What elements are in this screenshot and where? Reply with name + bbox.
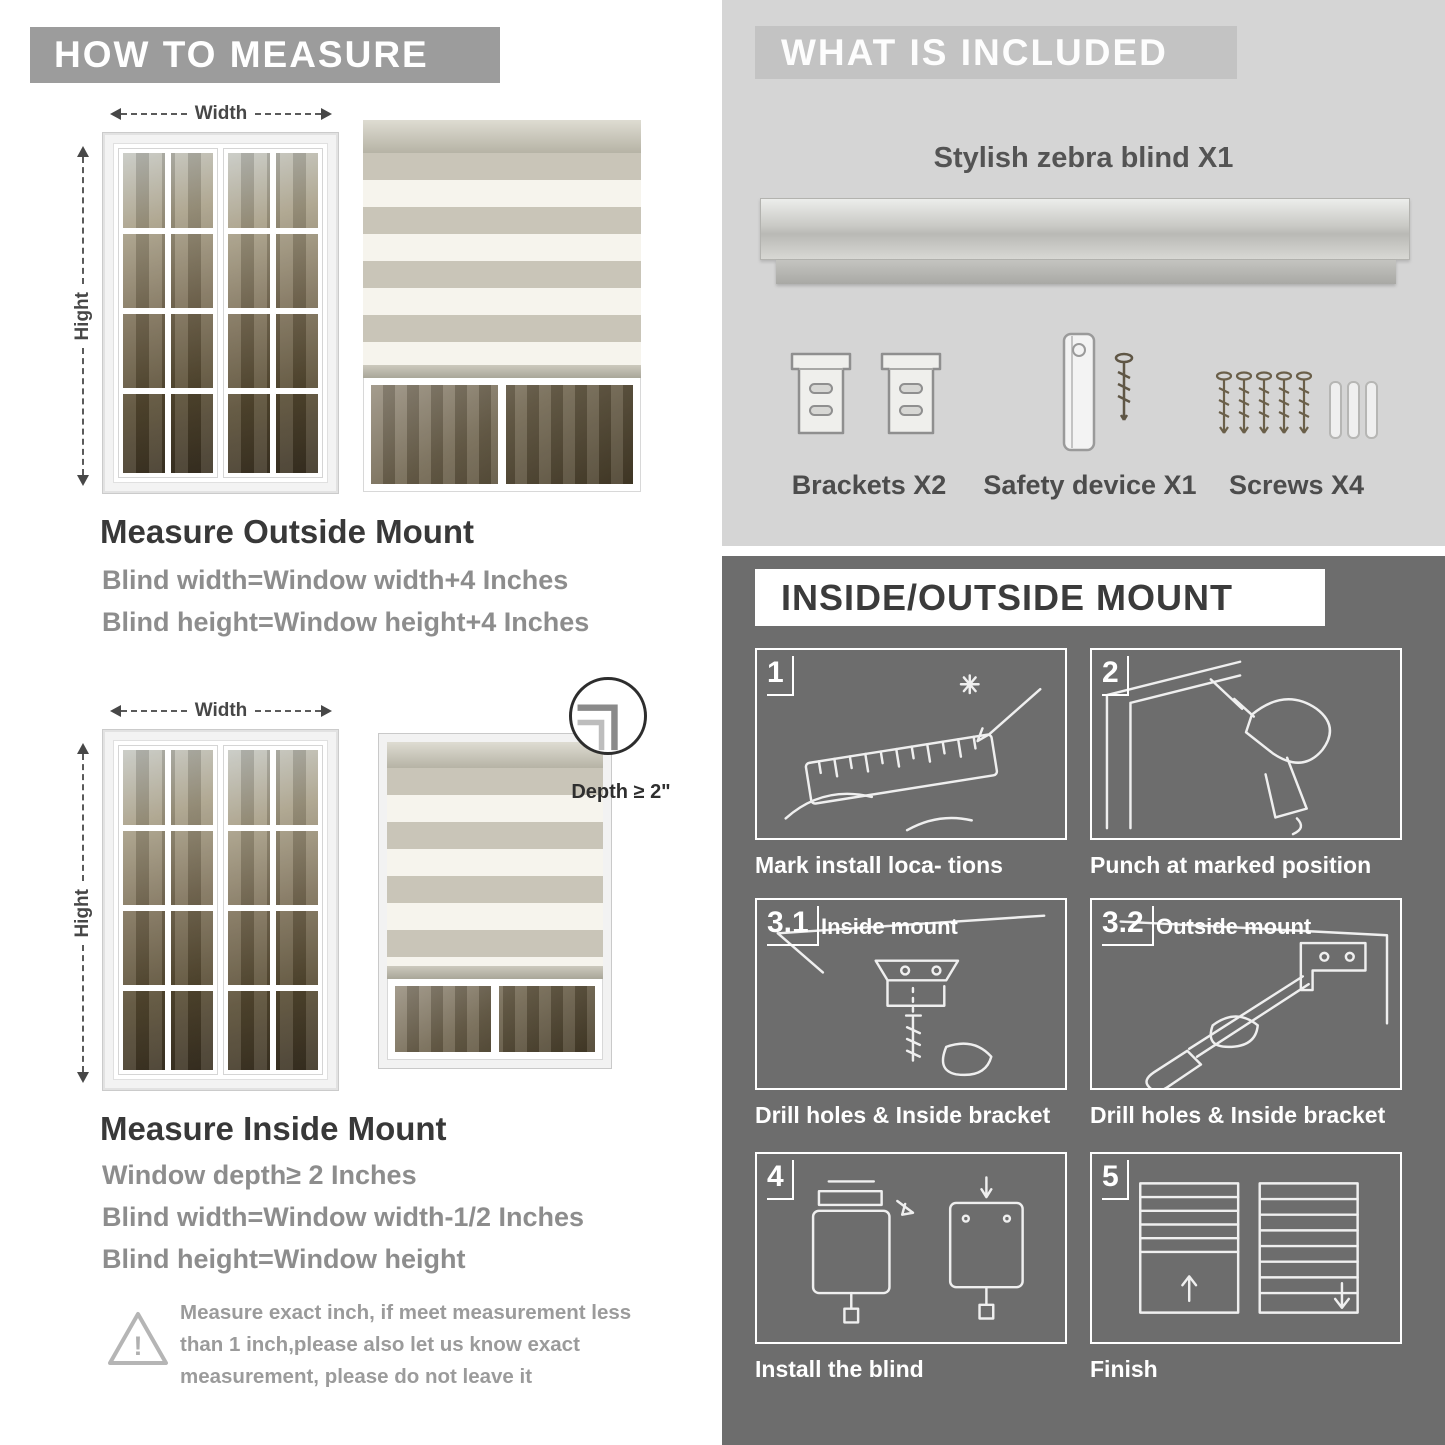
- ruler-pencil-marking-icon: [784, 674, 1042, 832]
- step-title: Outside mount: [1156, 914, 1312, 939]
- width-label: Width: [194, 700, 248, 721]
- step-2-caption: Punch at marked position: [1090, 852, 1372, 878]
- window-sash: [223, 148, 323, 478]
- safety-device-screw-icon: [1062, 332, 1134, 452]
- zebra-blind-outside-illustration: [363, 120, 641, 492]
- step-4-panel: 4: [755, 1152, 1067, 1344]
- window-sash: [118, 745, 218, 1075]
- blind-headrail-valance: [776, 260, 1396, 284]
- clip-blind-into-bracket-icon: [811, 1176, 1024, 1324]
- outside-mount-rule: Blind width=Window width+4 Inches: [102, 565, 569, 595]
- step-title: Inside mount: [821, 914, 958, 939]
- inside-mount-rule: Blind height=Window height: [102, 1244, 466, 1274]
- mount-section-header: INSIDE/OUTSIDE MOUNT: [755, 569, 1325, 626]
- arrow-up-icon: [77, 737, 89, 754]
- step-5-panel: 5: [1090, 1152, 1402, 1344]
- brackets-label: Brackets X2: [791, 470, 947, 500]
- window-sash: [118, 148, 218, 478]
- zebra-blind-inside-illustration: [378, 733, 612, 1069]
- warning-triangle-icon: !: [108, 1312, 168, 1365]
- width-arrow: Width: [104, 103, 338, 125]
- step-number: 4: [767, 1160, 794, 1200]
- arrow-dash: [82, 348, 84, 476]
- blind-cassette: [387, 742, 603, 768]
- safety-device-label: Safety device X1: [983, 470, 1197, 500]
- screws-anchors-icon: [1215, 371, 1378, 439]
- arrow-right-icon: [321, 108, 338, 120]
- arrow-dash: [255, 113, 321, 115]
- arrow-left-icon: [104, 108, 121, 120]
- window-with-measurements-illustration: [102, 132, 339, 494]
- arrow-dash: [82, 754, 84, 881]
- width-label: Width: [194, 103, 248, 124]
- step-number: 3.1: [767, 906, 819, 946]
- step-2-panel: 2: [1090, 648, 1402, 840]
- depth-detail-callout: [569, 677, 647, 755]
- what-is-included-header: WHAT IS INCLUDED: [755, 26, 1237, 79]
- inside-mount-rule: Blind width=Window width-1/2 Inches: [102, 1202, 585, 1232]
- measurement-warning-text: Measure exact inch, if meet measurement …: [180, 1301, 632, 1388]
- window-corner-zoom-icon: [577, 704, 618, 751]
- mount-instructions-section: INSIDE/OUTSIDE MOUNT 1 Mark install loca…: [722, 556, 1445, 1445]
- step-number: 3.2: [1102, 906, 1154, 946]
- step-3-1-panel: 3.1 Inside mount: [755, 898, 1067, 1090]
- arrow-down-icon: [77, 475, 89, 492]
- window-with-measurements-illustration: [102, 729, 339, 1091]
- step-number: 2: [1102, 656, 1129, 696]
- window-sashes: [113, 740, 328, 1080]
- blind-stripes: [387, 768, 603, 966]
- blind-stripes: [363, 153, 641, 365]
- warning-mark: !: [134, 1331, 143, 1361]
- step-3-2-panel: 3.2 Outside mount: [1090, 898, 1402, 1090]
- step-5-caption: Finish: [1090, 1356, 1158, 1382]
- what-is-included-section: WHAT IS INCLUDED Stylish zebra blind X1: [722, 0, 1445, 546]
- step-1-caption: Mark install loca- tions: [755, 852, 1003, 878]
- width-arrow: Width: [104, 700, 338, 722]
- arrow-left-icon: [104, 705, 121, 717]
- blind-bottom-rail: [387, 966, 603, 979]
- window-lower-sash: [363, 378, 641, 492]
- screws-label: Screws X4: [1228, 470, 1365, 500]
- power-drill-icon: [1105, 660, 1332, 836]
- height-arrow: Hight: [72, 140, 94, 492]
- blind-headrail-illustration: [760, 198, 1410, 260]
- outside-bracket-screwdriver-icon: [1119, 920, 1389, 1088]
- inside-bracket-screw-icon: [776, 914, 1046, 1077]
- step-number: 1: [767, 656, 794, 696]
- blind-cassette: [363, 120, 641, 153]
- mounting-brackets-icon: [790, 352, 942, 435]
- arrow-dash: [255, 710, 321, 712]
- arrow-dash: [82, 157, 84, 284]
- outside-mount-rule: Blind height=Window height+4 Inches: [102, 607, 590, 637]
- how-to-measure-header: HOW TO MEASURE: [30, 27, 500, 83]
- step-4-caption: Install the blind: [755, 1356, 924, 1382]
- window-pane: [371, 385, 633, 484]
- zebra-blind-quantity-label: Stylish zebra blind X1: [933, 142, 1234, 174]
- arrow-right-icon: [321, 705, 338, 717]
- window-pane: [395, 986, 595, 1052]
- window-sash: [223, 745, 323, 1075]
- inside-mount-title: Measure Inside Mount: [100, 1110, 447, 1147]
- height-label: Hight: [72, 291, 93, 341]
- height-arrow: Hight: [72, 737, 94, 1089]
- arrow-dash: [121, 710, 187, 712]
- window-lower-sash: [387, 979, 603, 1060]
- blind-bottom-rail: [363, 365, 641, 378]
- step-3-1-caption: Drill holes & Inside bracket: [755, 1102, 1051, 1128]
- outside-mount-title: Measure Outside Mount: [100, 513, 475, 550]
- arrow-up-icon: [77, 140, 89, 157]
- step-3-2-caption: Drill holes & Inside bracket: [1090, 1102, 1386, 1128]
- step-1-panel: 1: [755, 648, 1067, 840]
- arrow-dash: [121, 113, 187, 115]
- depth-label: Depth ≥ 2": [571, 781, 671, 803]
- arrow-dash: [82, 945, 84, 1073]
- step-number: 5: [1102, 1160, 1129, 1200]
- zebra-blind-adjust-icon: [1139, 1182, 1359, 1314]
- inside-mount-rule: Window depth≥ 2 Inches: [102, 1160, 417, 1190]
- arrow-down-icon: [77, 1072, 89, 1089]
- height-label: Hight: [72, 888, 93, 938]
- window-sashes: [113, 143, 328, 483]
